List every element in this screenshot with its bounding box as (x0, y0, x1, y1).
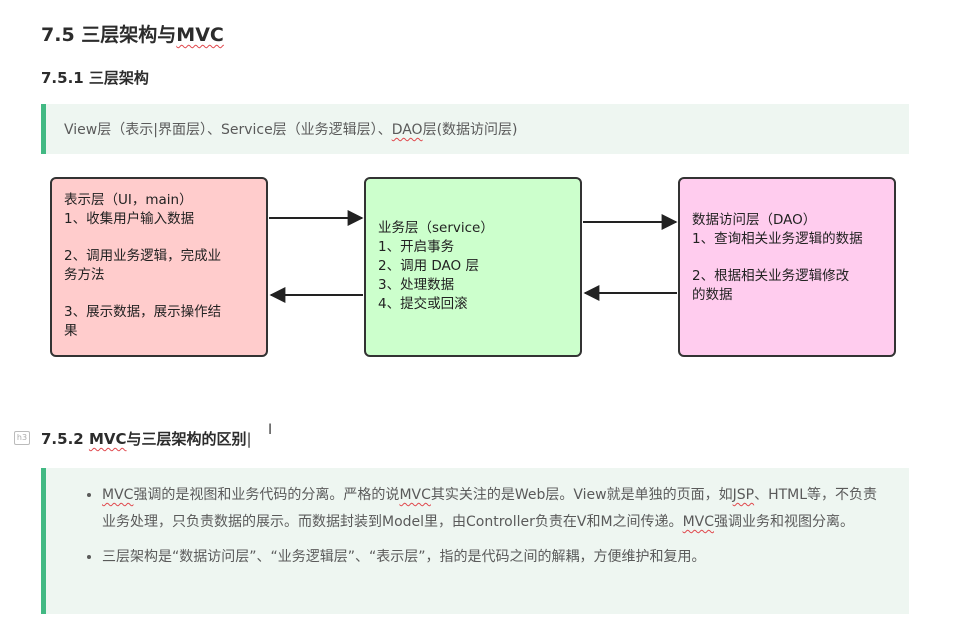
heading-mvc: MVC (88, 430, 127, 448)
box-line: 果 (64, 323, 78, 339)
list-item: 三层架构是“数据访问层”、“业务逻辑层”、“表示层”，指的是代码之间的解耦，方便… (102, 544, 891, 571)
box-title: 数据访问层（DAO） (692, 212, 817, 228)
section-heading: 7.5 三层架构与MVC (41, 20, 224, 47)
data-access-layer-box: 数据访问层（DAO） 1、查询相关业务逻辑的数据 2、根据相关业务逻辑修改 的数… (678, 177, 896, 357)
presentation-layer-box: 表示层（UI，main） 1、收集用户输入数据 2、调用业务逻辑，完成业 务方法… (50, 177, 268, 357)
box-line: 1、收集用户输入数据 (64, 211, 195, 227)
box-line: 务方法 (64, 267, 105, 283)
heading-anchor-icon[interactable]: h3 (14, 431, 30, 445)
text-cursor-icon: I (268, 422, 273, 438)
heading-text: 7.5 三层架构与 (41, 24, 177, 46)
box-line: 的数据 (692, 287, 733, 303)
mvc-term: MVC (399, 487, 431, 503)
note-block-layers: View层（表示|界面层）、Service层（业务逻辑层）、DAO层(数据访问层… (41, 104, 909, 154)
box-line: 4、提交或回滚 (378, 296, 468, 312)
box-line: 3、展示数据，展示操作结 (64, 304, 222, 320)
box-line: 2、根据相关业务逻辑修改 (692, 268, 850, 284)
box-line: 1、开启事务 (378, 239, 455, 255)
jsp-term: JSP (732, 487, 755, 503)
heading-text: 与三层架构的区别 (126, 430, 247, 448)
mvc-term: MVC (682, 514, 714, 530)
subsection-heading-2: 7.5.2 MVC与三层架构的区别| (41, 430, 252, 448)
mvc-term: MVC (102, 487, 134, 503)
box-title: 表示层（UI，main） (64, 192, 193, 208)
list-text: 其实关注的是Web层。View就是单独的页面，如 (430, 487, 733, 503)
box-line: 1、查询相关业务逻辑的数据 (692, 231, 863, 247)
list-item: MVC强调的是视图和业务代码的分离。严格的说MVC其实关注的是Web层。View… (102, 482, 891, 536)
list-text: 、HTML等，不负责业务处理，只负责数据的展示。而数据封装到Model里，由Co… (102, 487, 878, 530)
heading-mvc: MVC (176, 24, 224, 46)
subsection-heading-1: 7.5.1 三层架构 (41, 69, 149, 87)
box-line: 3、处理数据 (378, 277, 455, 293)
note-text-end: 层(数据访问层) (422, 122, 518, 138)
note-dao: DAO (391, 122, 423, 138)
box-line: 2、调用 DAO 层 (378, 258, 479, 274)
business-layer-box: 业务层（service） 1、开启事务 2、调用 DAO 层 3、处理数据 4、… (364, 177, 582, 357)
list-text: 强调的是视图和业务代码的分离。严格的说 (133, 487, 400, 503)
note-text: View层（表示|界面层）、Service层（业务逻辑层）、 (64, 122, 392, 138)
note-block-mvc: MVC强调的是视图和业务代码的分离。严格的说MVC其实关注的是Web层。View… (41, 468, 909, 614)
list-text: 强调业务和视图分离。 (714, 514, 854, 530)
box-title: 业务层（service） (378, 220, 494, 236)
box-line: 2、调用业务逻辑，完成业 (64, 248, 222, 264)
heading-num: 7.5.2 (41, 430, 89, 448)
